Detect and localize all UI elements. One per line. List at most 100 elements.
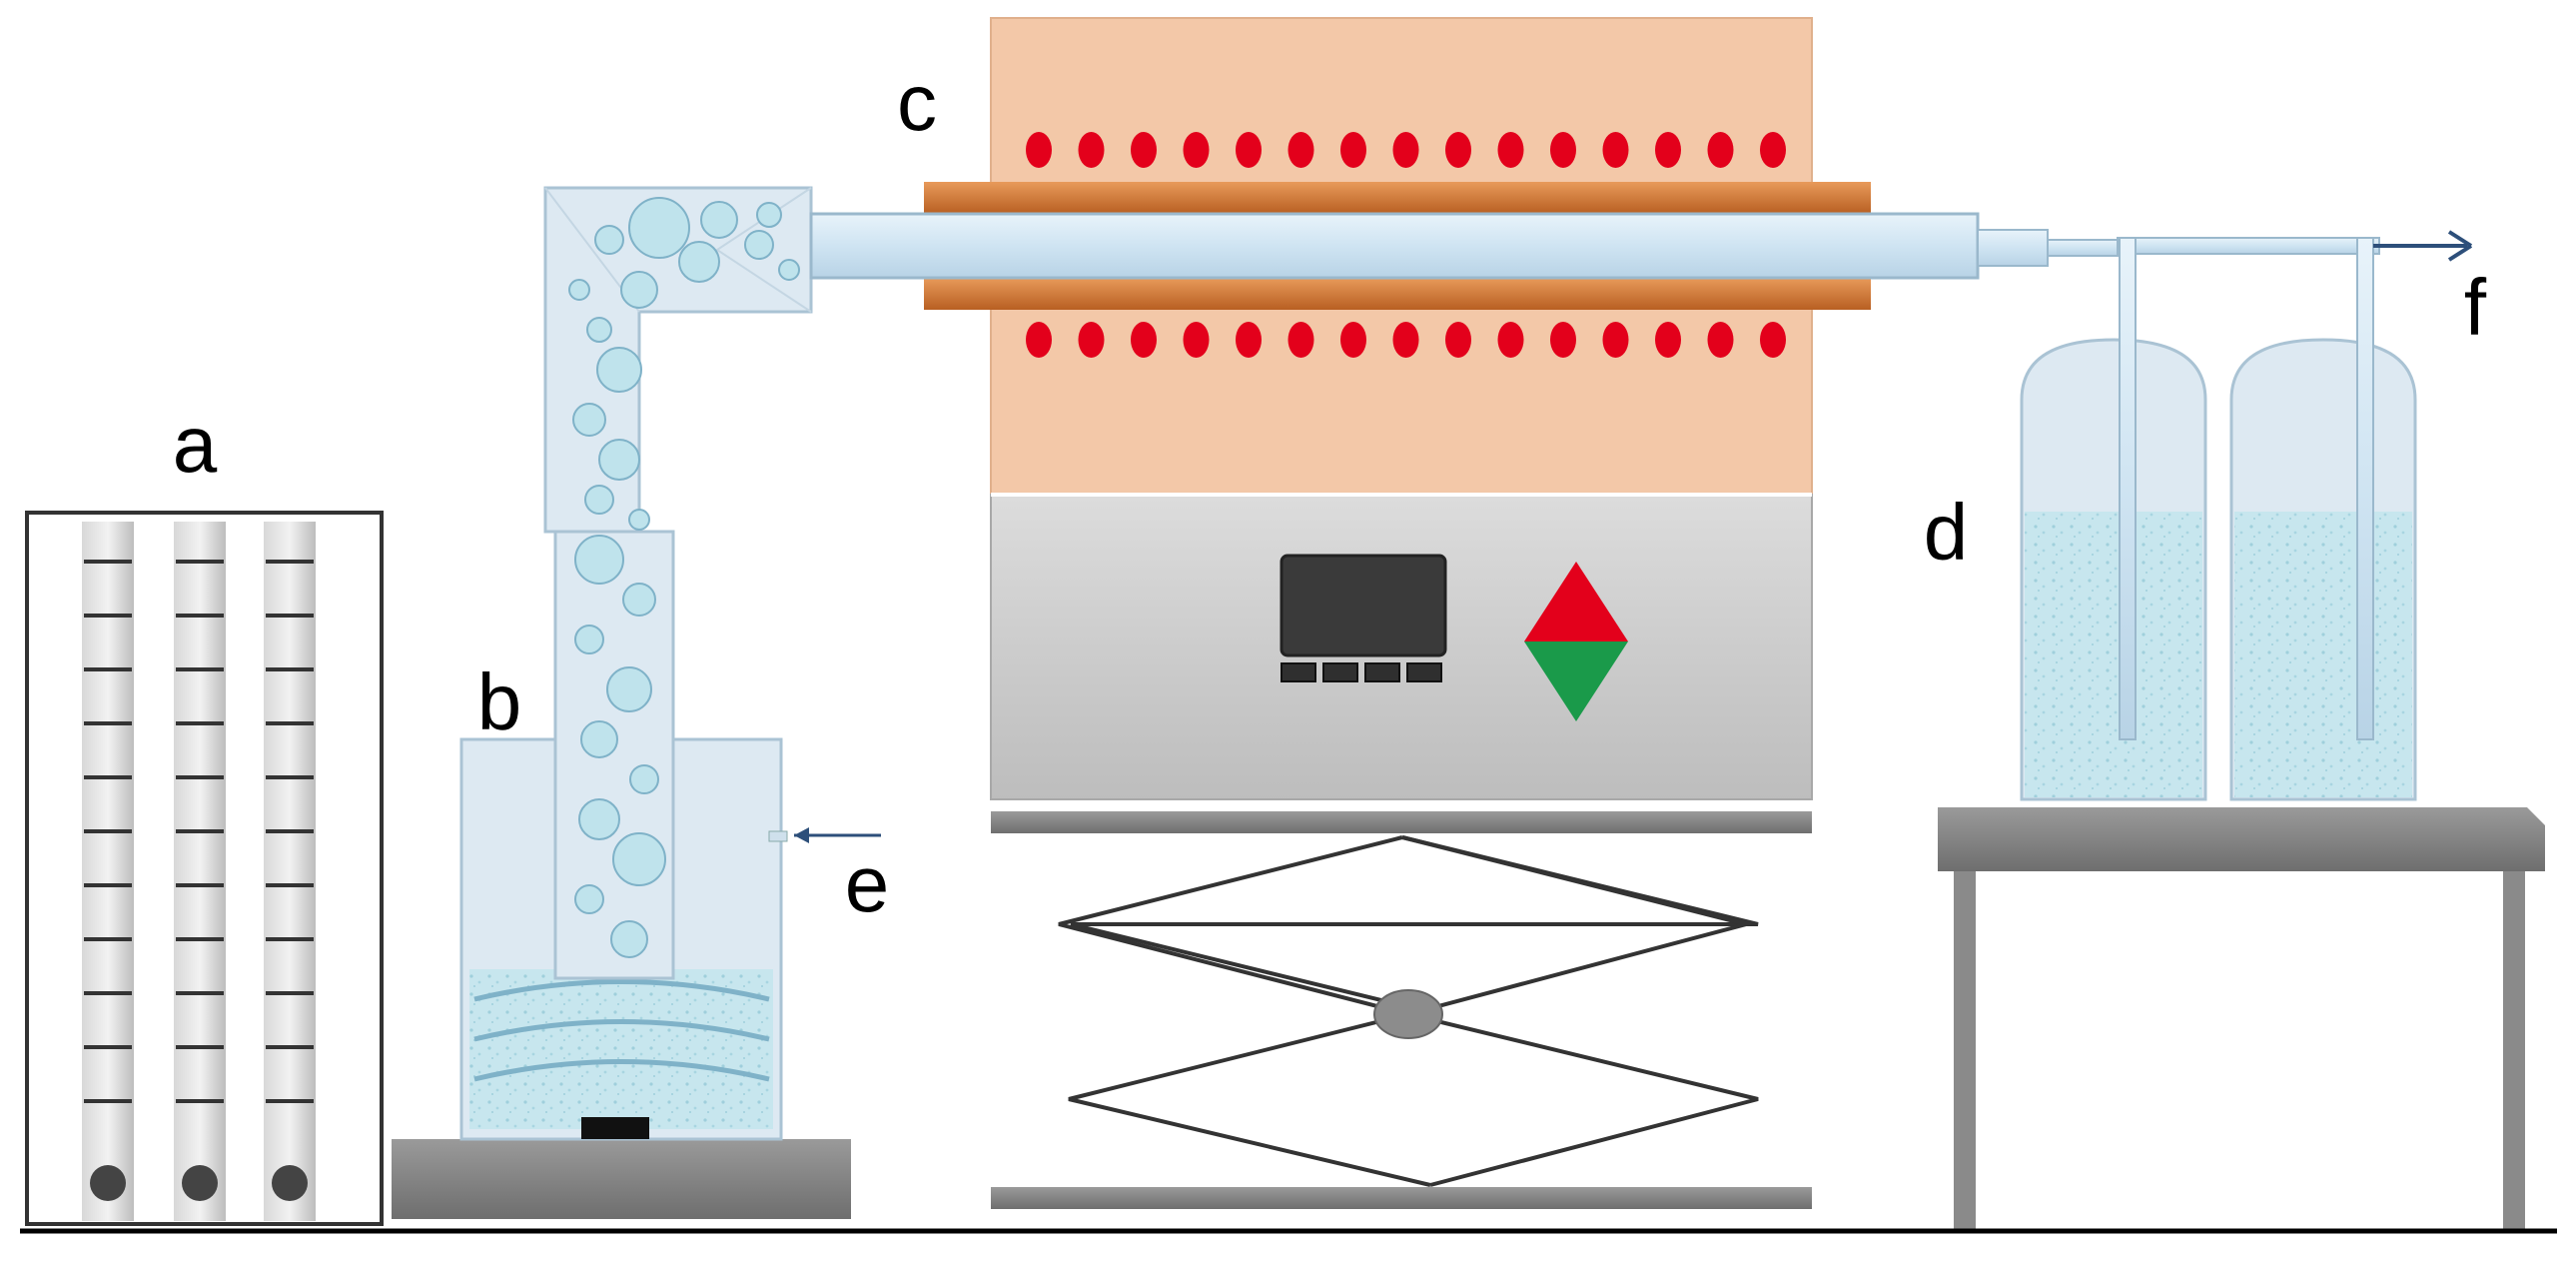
heating-dot xyxy=(1655,132,1681,168)
heating-dot xyxy=(1340,132,1366,168)
heating-dot xyxy=(1392,132,1419,168)
heating-dot xyxy=(1602,322,1629,358)
heating-dot xyxy=(1236,132,1262,168)
heating-dot xyxy=(1131,132,1157,168)
heating-dot xyxy=(1707,132,1734,168)
mist-droplet xyxy=(612,832,666,886)
dip-tube-2 xyxy=(2356,237,2374,740)
trap-liquid-1 xyxy=(2025,512,2202,797)
mist-droplet xyxy=(578,798,620,840)
trap-liquid-2 xyxy=(2234,512,2412,797)
quartz-tube xyxy=(809,212,1980,280)
mist-droplet xyxy=(678,241,720,283)
nebulizer-base xyxy=(392,1139,851,1219)
wave-line xyxy=(473,1059,770,1082)
exhaust-arrow-head xyxy=(2447,230,2473,262)
heating-dot xyxy=(1497,322,1524,358)
heating-dot xyxy=(1236,322,1262,358)
mist-droplet xyxy=(594,225,624,255)
down-arrow-icon xyxy=(1524,641,1628,721)
table-top xyxy=(1938,807,2545,871)
jack-scissor-bottom xyxy=(1068,1012,1759,1187)
mist-droplet xyxy=(598,439,640,481)
mist-droplet xyxy=(580,720,618,758)
mist-droplet xyxy=(586,317,612,343)
mist-droplet xyxy=(744,230,774,260)
mist-droplet xyxy=(568,279,590,301)
mist-droplet xyxy=(778,259,800,281)
mist-droplet xyxy=(756,202,782,228)
tube-rack-a xyxy=(25,511,384,1226)
heating-dot xyxy=(1288,132,1314,168)
heating-dot xyxy=(1392,322,1419,358)
table-leg-right xyxy=(2503,871,2525,1229)
jack-scissor-upper xyxy=(1070,835,1759,1013)
wave-line xyxy=(473,1019,770,1042)
panel-button xyxy=(1281,662,1316,682)
heating-dot xyxy=(1550,132,1576,168)
gas-inlet xyxy=(768,830,788,842)
heating-dot xyxy=(1707,322,1734,358)
heating-dot xyxy=(1340,322,1366,358)
heating-dot xyxy=(1445,132,1471,168)
mist-droplet xyxy=(620,271,658,309)
heating-dot xyxy=(1602,132,1629,168)
heating-dot xyxy=(1655,322,1681,358)
bridge-pipe xyxy=(2117,237,2380,255)
heating-dot xyxy=(1760,322,1786,358)
mist-droplet xyxy=(606,666,652,712)
panel-buttons xyxy=(1281,662,1442,682)
jack-top-plate xyxy=(991,811,1812,833)
label-b: b xyxy=(477,657,522,746)
heating-dot xyxy=(1078,322,1105,358)
label-a: a xyxy=(173,400,218,489)
jack-bottom-plate xyxy=(991,1187,1812,1209)
jack-pivot xyxy=(1373,989,1443,1039)
mist-droplet xyxy=(574,535,624,585)
mist-droplet xyxy=(574,884,604,914)
mist-droplet xyxy=(574,625,604,654)
mist-droplet xyxy=(628,197,690,259)
heating-dot xyxy=(1288,322,1314,358)
panel-button xyxy=(1406,662,1442,682)
tube-bead xyxy=(182,1165,218,1201)
heater-band-top xyxy=(924,182,1871,214)
tube-bead xyxy=(90,1165,126,1201)
heating-dot xyxy=(1760,132,1786,168)
mist-droplet xyxy=(584,485,614,515)
mist-column xyxy=(543,186,813,980)
tubes xyxy=(82,522,316,1221)
panel-button xyxy=(1322,662,1358,682)
heating-dot xyxy=(1445,322,1471,358)
up-arrow-icon xyxy=(1524,562,1628,641)
outlet-pipe xyxy=(2047,239,2119,257)
nebulizer-b xyxy=(392,737,881,1219)
mist-droplet xyxy=(629,764,659,794)
heating-dot xyxy=(1183,322,1210,358)
heating-elements xyxy=(1026,132,1786,358)
jack-scissor-top xyxy=(1058,835,1754,1016)
outlet-connector xyxy=(1977,229,2049,267)
nebulizer-liquid xyxy=(469,969,773,1129)
mist-droplet xyxy=(622,583,656,617)
table-leg-left xyxy=(1954,871,1976,1229)
heating-dot xyxy=(1497,132,1524,168)
label-e: e xyxy=(845,839,890,928)
digital-display-icon xyxy=(1280,554,1447,657)
mist-droplet xyxy=(610,920,648,958)
transducer xyxy=(581,1117,649,1139)
heating-dot xyxy=(1026,322,1052,358)
mist-droplet xyxy=(572,403,606,437)
heating-dot xyxy=(1550,322,1576,358)
tube-bead xyxy=(272,1165,308,1201)
test-tube xyxy=(82,522,134,1221)
mist-droplet xyxy=(700,201,738,239)
heating-dot xyxy=(1078,132,1105,168)
mist-droplet xyxy=(596,347,642,393)
heating-dot xyxy=(1131,322,1157,358)
heating-dot xyxy=(1183,132,1210,168)
label-f: f xyxy=(2464,263,2487,352)
panel-button xyxy=(1364,662,1400,682)
